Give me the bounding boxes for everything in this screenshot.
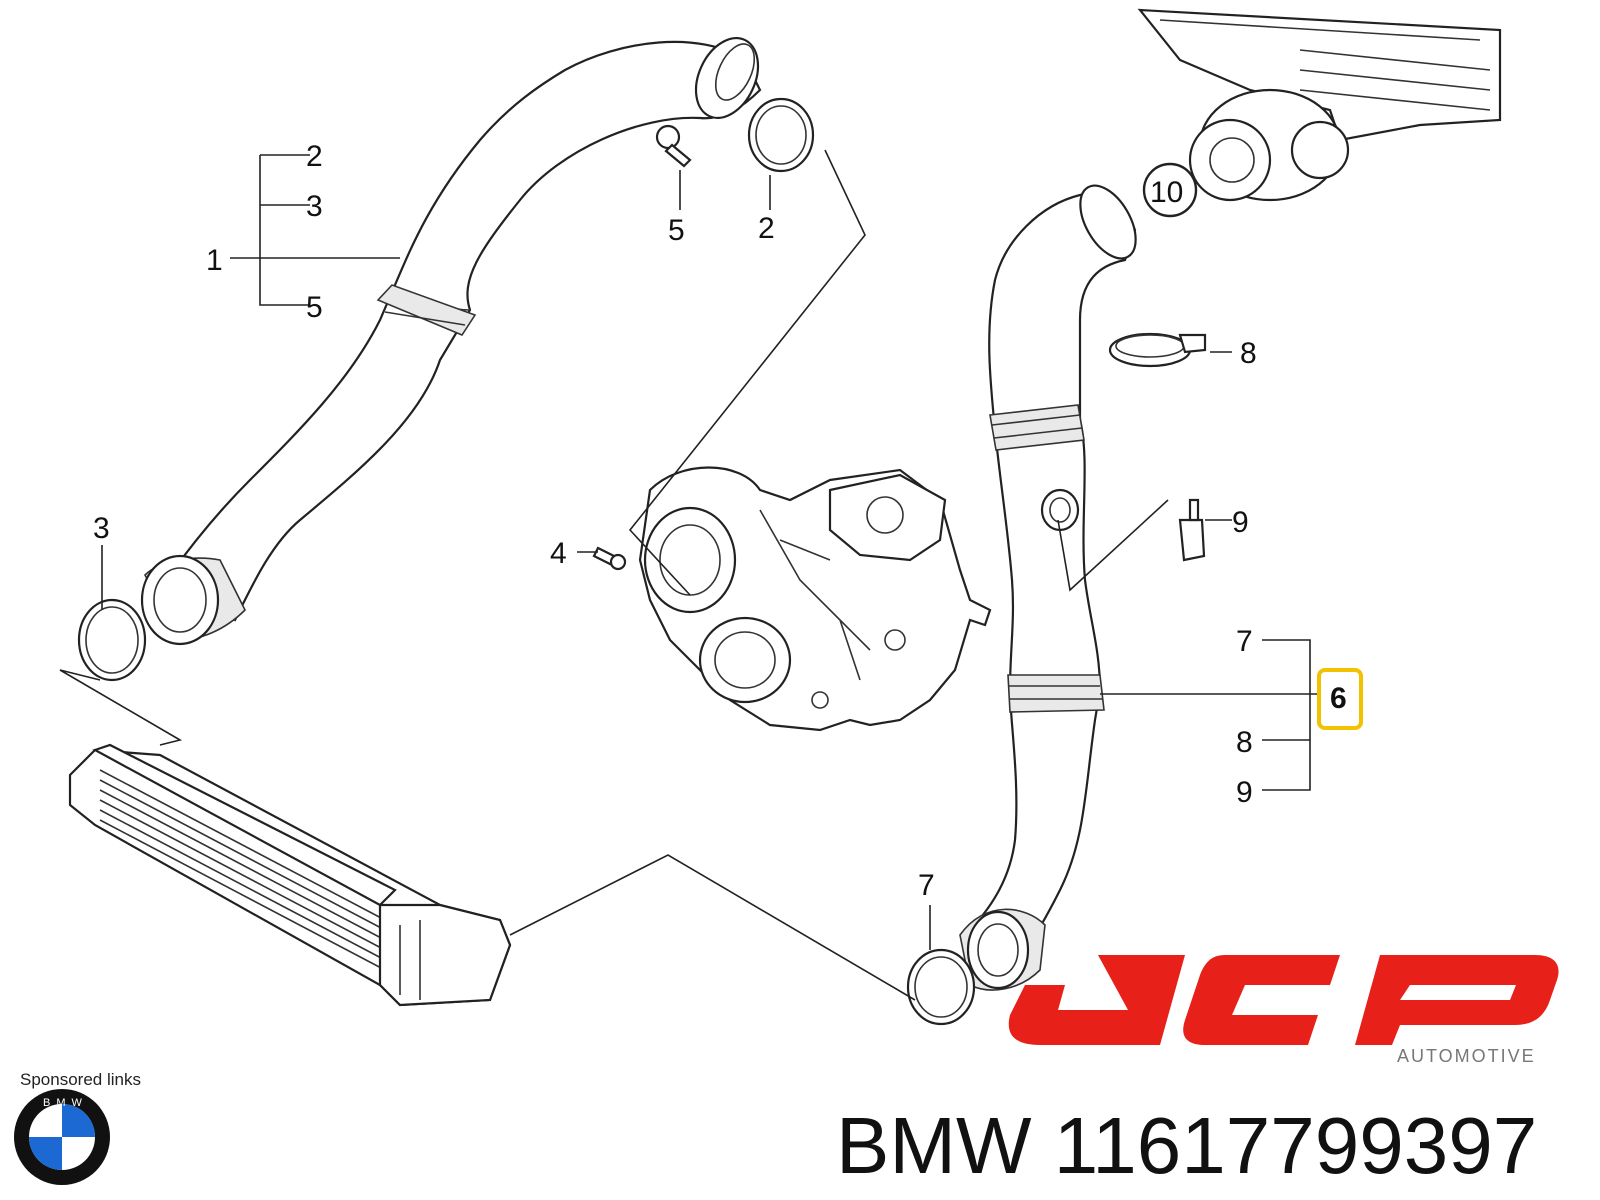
jcp-automotive-logo: AUTOMOTIVE xyxy=(1008,955,1559,1066)
highlight-box-6 xyxy=(1317,668,1363,730)
ring-seal-bottom xyxy=(906,948,976,1026)
callout-7-seal: 7 xyxy=(918,869,935,902)
callout-8-group: 8 xyxy=(1236,726,1253,759)
callout-3: 3 xyxy=(306,190,323,223)
callout-4: 4 xyxy=(550,537,567,570)
callout-9-group: 9 xyxy=(1236,776,1253,809)
callout-3-seal: 3 xyxy=(93,512,110,545)
callout-8: 8 xyxy=(1240,337,1257,370)
callout-5-bolt: 5 xyxy=(668,214,685,247)
intake-manifold xyxy=(1137,8,1502,202)
turbocharger xyxy=(638,466,992,732)
bolt-4 xyxy=(592,546,627,571)
jcp-automotive-text: AUTOMOTIVE xyxy=(1397,1046,1536,1066)
sponsored-links-text: Sponsored links xyxy=(20,1070,141,1089)
callout-9: 9 xyxy=(1232,506,1249,539)
callout-10: 10 xyxy=(1150,176,1183,209)
hose-clamp-8 xyxy=(1108,332,1207,368)
callout-1: 1 xyxy=(206,244,223,277)
bmw-logo: BMW xyxy=(14,1089,110,1185)
charge-pipe-1 xyxy=(140,37,762,646)
ring-seal-upper xyxy=(747,97,815,173)
intercooler xyxy=(68,743,512,1007)
callout-2-seal: 2 xyxy=(758,212,775,245)
bolt-5 xyxy=(655,124,692,168)
callout-2: 2 xyxy=(306,140,323,173)
callout-10-circle xyxy=(1142,162,1198,218)
callout-6: 6 xyxy=(1330,682,1347,715)
callout-7: 7 xyxy=(1236,625,1253,658)
brand-part-number: BMW 11617799397 xyxy=(836,1101,1538,1190)
bmw-logo-letters: BMW xyxy=(43,1097,88,1109)
ring-seal-left xyxy=(77,598,147,682)
callout-5: 5 xyxy=(306,291,323,324)
sensor-9 xyxy=(1178,498,1206,562)
charge-pipe-6 xyxy=(959,184,1137,991)
leader-lines xyxy=(59,149,1318,1001)
